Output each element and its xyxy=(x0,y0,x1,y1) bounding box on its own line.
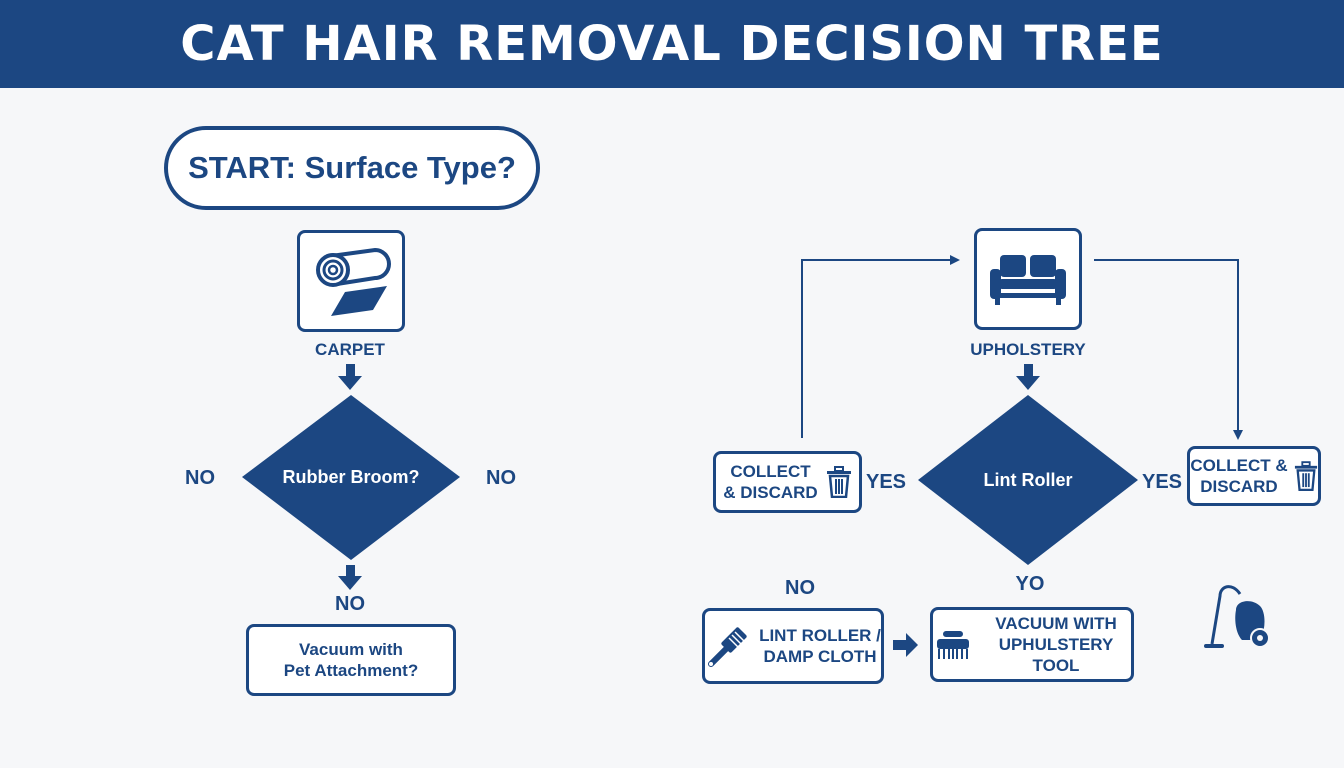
vacuum-pet-attachment-text: Vacuum with Pet Attachment? xyxy=(283,640,419,680)
decision-diamond-lint-roller xyxy=(918,395,1138,565)
rubber-broom-question: Rubber Broom? xyxy=(282,466,420,487)
start-node: START: Surface Type? xyxy=(164,126,540,210)
diagram-title: CAT HAIR REMOVAL DECISION TREE xyxy=(180,16,1164,72)
carpet-icon-box xyxy=(297,230,405,332)
lint-roller-damp-cloth-box: LINT ROLLER / DAMP CLOTH xyxy=(702,608,884,684)
upholstery-label: UPHOLSTERY xyxy=(970,340,1086,359)
connector-right-loop xyxy=(1094,259,1243,440)
collect-discard-right-text: COLLECT & DISCARD xyxy=(1190,456,1288,496)
upholstery-icon-box xyxy=(974,228,1082,330)
lint-roller-yo-label: YO xyxy=(1015,573,1045,595)
trash-can-icon xyxy=(826,466,851,498)
lint-roller-question: Lint Roller xyxy=(983,469,1073,490)
lint-roller-no-label: NO xyxy=(785,577,815,599)
collect-discard-right-box: COLLECT & DISCARD xyxy=(1187,446,1321,506)
connector-left-loop xyxy=(801,255,960,438)
arrow-carpet-to-decision xyxy=(338,364,362,390)
rubber-broom-right-no: NO xyxy=(486,467,516,489)
lint-roller-right-yes: YES xyxy=(1141,471,1183,493)
arrow-decision-to-no xyxy=(338,565,362,590)
start-label: START: Surface Type? xyxy=(188,150,516,185)
arrow-lint-to-vacuum xyxy=(893,633,918,657)
lint-roller-damp-cloth-text: LINT ROLLER / DAMP CLOTH xyxy=(759,626,881,666)
collect-discard-left-box: COLLECT & DISCARD xyxy=(713,451,862,513)
vacuum-upholstery-tool-box: VACUUM WITH UPHULSTERY TOOL xyxy=(930,607,1134,682)
decision-diamond-rubber-broom xyxy=(242,395,460,560)
carpet-label: CARPET xyxy=(315,340,385,359)
title-banner: CAT HAIR REMOVAL DECISION TREE xyxy=(0,0,1344,88)
collect-discard-left-text: COLLECT & DISCARD xyxy=(723,462,818,502)
vacuum-pet-attachment-box: Vacuum with Pet Attachment? xyxy=(246,624,456,696)
upholstery-brush-icon xyxy=(937,630,969,659)
brush-icon xyxy=(708,627,747,667)
arrow-upholstery-to-decision xyxy=(1016,364,1040,390)
sofa-icon xyxy=(990,255,1066,305)
trash-can-icon xyxy=(1294,461,1317,491)
rubber-broom-down-no: NO xyxy=(335,593,365,615)
lint-roller-left-yes: YES xyxy=(865,471,907,493)
carpet-roll-icon xyxy=(316,247,391,316)
vacuum-upholstery-tool-text: VACUUM WITH UPHULSTERY TOOL xyxy=(995,614,1117,675)
rubber-broom-left-no: NO xyxy=(185,467,215,489)
vacuum-cleaner-icon xyxy=(1204,585,1270,648)
